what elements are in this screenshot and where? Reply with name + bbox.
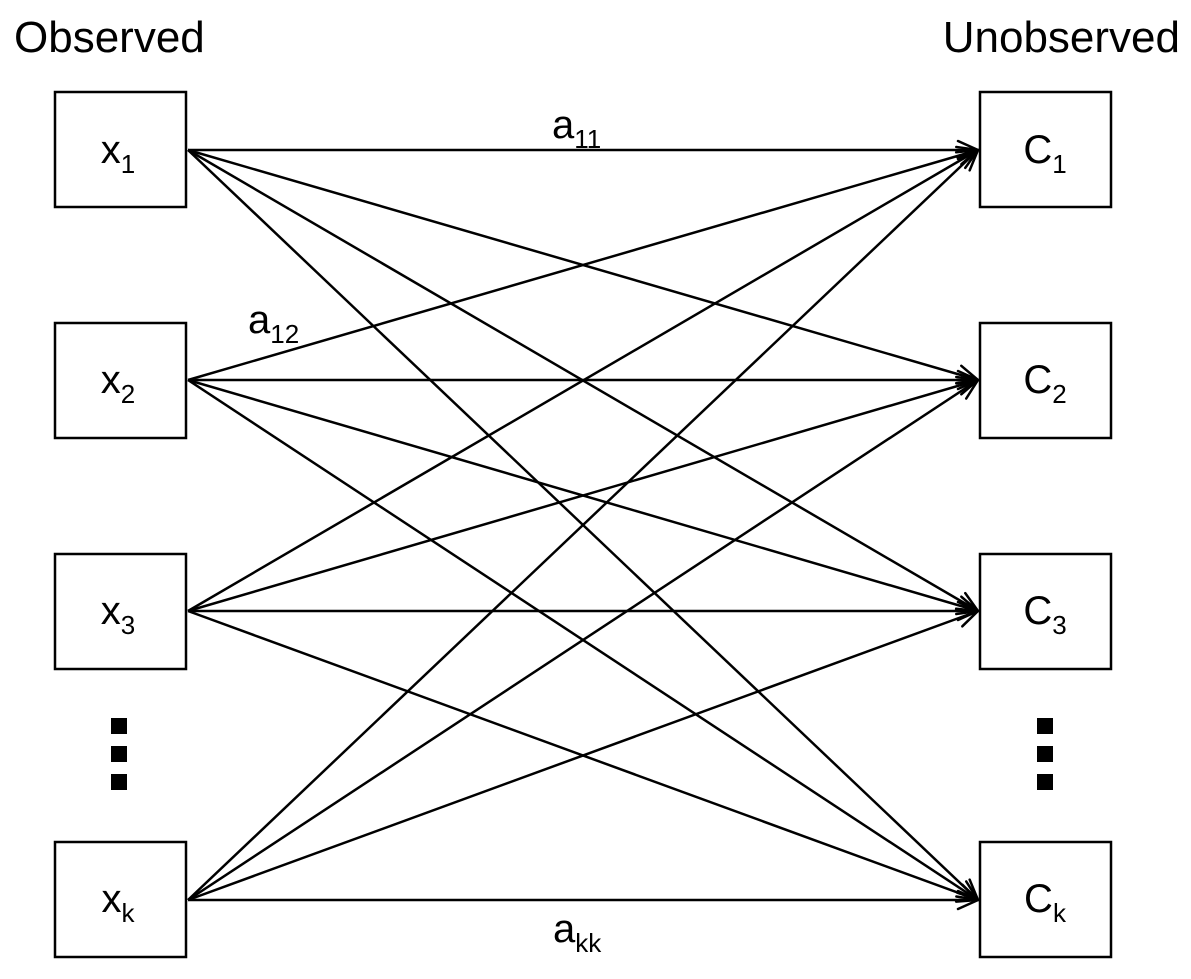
edge-xk-to-C2 bbox=[187, 378, 980, 902]
observed-ellipsis-dots bbox=[111, 718, 127, 790]
unobserved-node-label: C1 bbox=[1023, 128, 1066, 179]
edge-layer bbox=[187, 139, 980, 911]
unobserved-heading: Unobserved bbox=[943, 13, 1180, 62]
observed-node-label: x3 bbox=[101, 589, 135, 640]
unobserved-node-c3: C3 bbox=[978, 552, 1113, 671]
unobserved-node-c2: C2 bbox=[978, 321, 1113, 440]
observed-node-label: x1 bbox=[101, 128, 135, 179]
observed-node-x1: x1 bbox=[53, 90, 188, 209]
observed-node-label: x2 bbox=[101, 358, 135, 409]
observed-node-xk: xk bbox=[53, 840, 188, 959]
edge-x3-to-C1 bbox=[187, 148, 980, 613]
unobserved-ellipsis-dots bbox=[1037, 718, 1053, 790]
observed-heading: Observed bbox=[14, 13, 205, 62]
observed-node-x3: x3 bbox=[53, 552, 188, 671]
edge-x3-to-C2 bbox=[187, 375, 980, 613]
edge-xk-to-C1 bbox=[187, 148, 980, 901]
edge-label-a12: a12 bbox=[248, 298, 299, 349]
edge-x2-to-C1 bbox=[187, 145, 980, 382]
unobserved-node-ck: Ck bbox=[978, 840, 1113, 959]
unobserved-node-label: Ck bbox=[1024, 877, 1067, 928]
observed-node-x2: x2 bbox=[53, 321, 188, 440]
unobserved-node-c1: C1 bbox=[978, 90, 1113, 209]
unobserved-node-label: C3 bbox=[1023, 589, 1066, 640]
edge-xk-to-C3 bbox=[187, 608, 980, 902]
edge-label-akk: akk bbox=[553, 907, 602, 958]
observed-node-label: xk bbox=[102, 877, 136, 928]
unobserved-node-label: C2 bbox=[1023, 358, 1066, 409]
edge-label-a11: a11 bbox=[552, 103, 601, 154]
